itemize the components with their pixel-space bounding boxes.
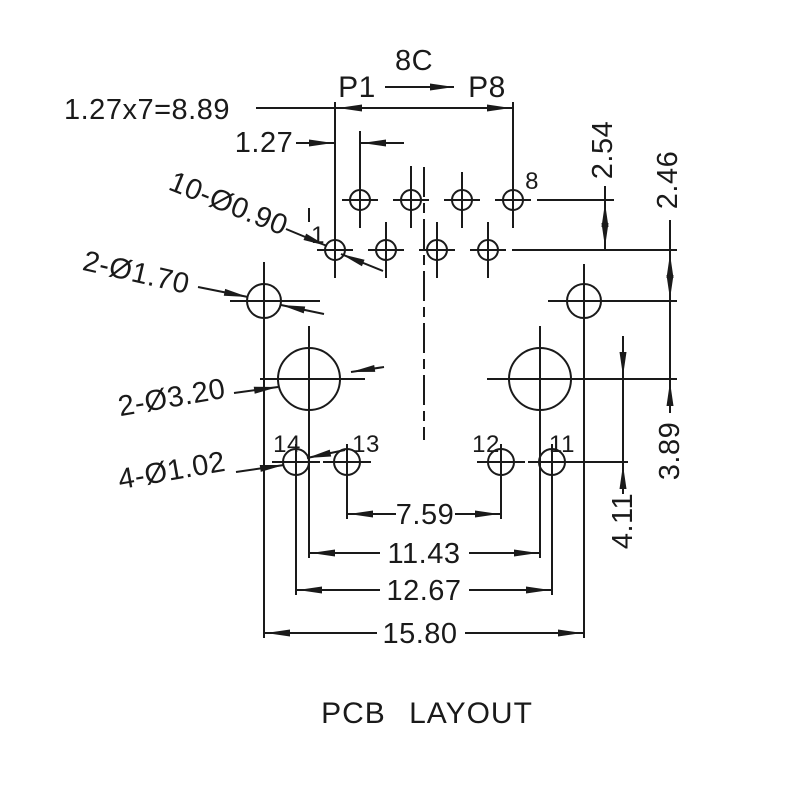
extension-lines bbox=[263, 102, 677, 638]
leader-lines bbox=[197, 228, 385, 473]
drawing-title: PCB LAYOUT bbox=[321, 697, 533, 730]
dim-label-row-spacing: 2.54 bbox=[587, 121, 619, 179]
pin-number-1: 1 bbox=[311, 222, 325, 249]
dim-label-post-to-pad: 4.11 bbox=[607, 493, 639, 549]
pin-first-label: P1 bbox=[338, 71, 376, 104]
pad-number-11: 11 bbox=[549, 431, 575, 458]
leader-shield-holes bbox=[197, 286, 249, 298]
text-labels: 1.27x7=8.89 1.27 8C P1 P8 8 1 10-Ø0.90 2… bbox=[64, 45, 686, 730]
pin-last-label: P8 bbox=[468, 71, 506, 104]
leader-post-holes bbox=[233, 386, 279, 394]
dim-label-shield-span: 15.80 bbox=[382, 618, 457, 650]
pad-number-14: 14 bbox=[273, 431, 301, 458]
dim-label-pin-span: 1.27x7=8.89 bbox=[64, 94, 230, 126]
leader-pin-holes-return bbox=[340, 253, 384, 272]
dim-label-row-to-shield: 2.46 bbox=[652, 151, 684, 209]
dim-label-pin-pitch: 1.27 bbox=[235, 127, 293, 159]
callout-post-holes: 2-Ø3.20 bbox=[116, 373, 228, 423]
callout-pad-holes: 4-Ø1.02 bbox=[116, 446, 228, 496]
pad-number-13: 13 bbox=[352, 431, 380, 458]
circuit-label: 8C bbox=[395, 45, 433, 77]
leader-post-holes-return bbox=[350, 364, 385, 373]
leader-pad-holes-return bbox=[306, 449, 346, 459]
callout-pin-holes: 10-Ø0.90 bbox=[164, 166, 292, 242]
dim-label-shield-to-post: 3.89 bbox=[654, 422, 686, 480]
pin-number-8: 8 bbox=[525, 168, 539, 195]
dim-label-outer-pad-span: 12.67 bbox=[386, 575, 461, 607]
callout-shield-holes: 2-Ø1.70 bbox=[80, 245, 193, 301]
pad-number-12: 12 bbox=[472, 431, 500, 458]
leader-pad-holes bbox=[235, 464, 285, 473]
leader-shield-holes-return bbox=[280, 304, 325, 315]
shield-post-pad-crosshairs bbox=[230, 208, 677, 463]
dimension-arrows bbox=[266, 83, 674, 637]
dim-label-inner-pad-span: 7.59 bbox=[396, 499, 454, 531]
dim-label-post-span: 11.43 bbox=[388, 538, 461, 570]
leader-pin-holes bbox=[285, 228, 328, 247]
